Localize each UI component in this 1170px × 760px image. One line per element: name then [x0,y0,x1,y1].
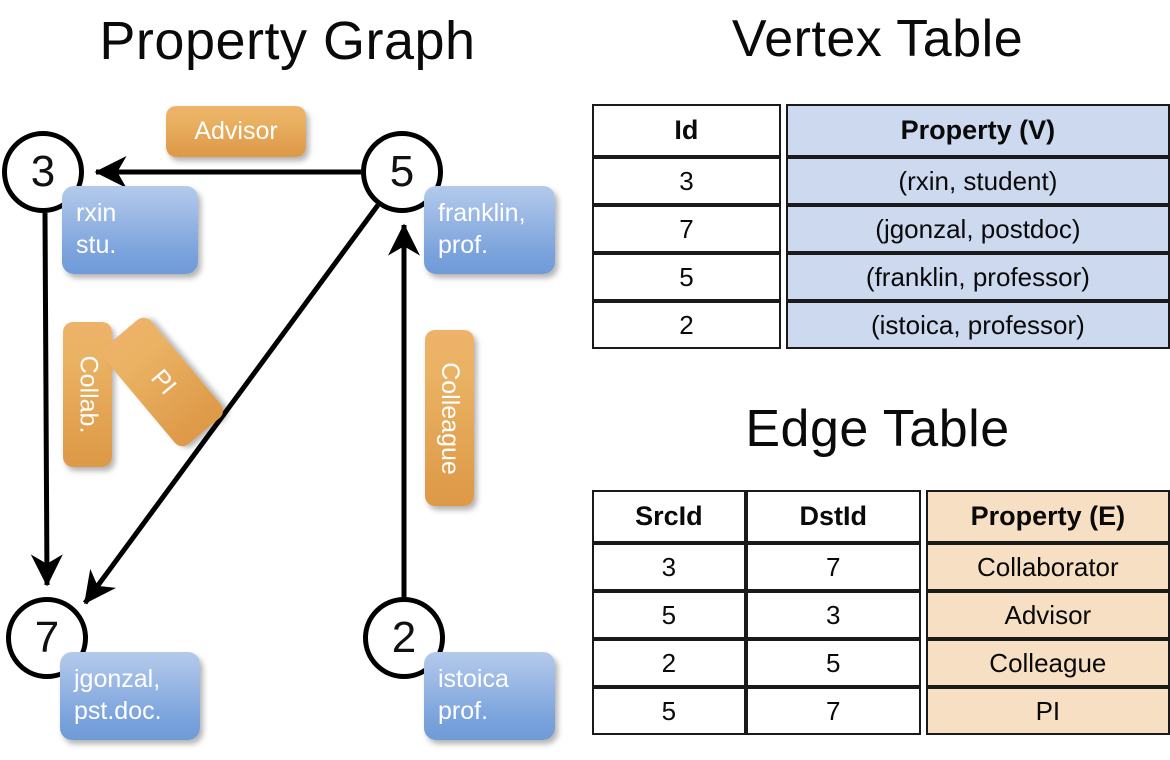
edge-table-column-gap [920,490,926,543]
edge-cell-dstid: 7 [745,543,921,591]
vertex-property-box-2: istoica prof. [424,652,555,740]
vertex-property-2-line1: istoica [438,665,509,693]
edge-label-advisor-text: Advisor [194,117,278,145]
vertex-table-column-gap [780,253,786,301]
table-row[interactable]: 3 7 Collaborator [592,543,1170,591]
graph-edges-layer [30,155,421,605]
edge-cell-srcid: 5 [592,591,746,639]
vertex-property-box-5: franklin, prof. [424,186,555,274]
vertex-property-5-line1: franklin, [438,199,526,227]
edge-5-to-7-pi [82,203,381,605]
edge-table-column-gap [920,591,926,639]
vertex-property-3-line1: rxin [76,199,117,227]
property-graph-diagram: 3 5 7 2 rxin stu. franklin, prof. jgonza… [0,0,580,760]
vertex-table-column-gap [780,104,786,157]
edge-table-column-gap [920,687,926,735]
vertex-cell-id: 7 [592,205,781,253]
edge-cell-property: Colleague [925,639,1170,687]
vertex-cell-property: (jgonzal, postdoc) [785,205,1170,253]
vertex-property-box-7: jgonzal, pst.doc. [60,652,200,740]
vertex-property-box-3: rxin stu. [62,186,198,274]
table-row[interactable]: 5 3 Advisor [592,591,1170,639]
table-row[interactable]: 2 (istoica, professor) [592,301,1170,349]
vertex-table-column-gap [780,157,786,205]
edge-table-column-gap [920,543,926,591]
page-title-vertex-table: Vertex Table [731,10,1024,68]
vertex-cell-property: (franklin, professor) [785,253,1170,301]
page-title-edge-table: Edge Table [745,400,1010,458]
vertex-cell-id: 3 [592,157,781,205]
vertex-property-5-line2: prof. [438,231,489,259]
table-row[interactable]: 2 5 Colleague [592,639,1170,687]
edge-cell-dstid: 3 [745,591,921,639]
edge-cell-srcid: 5 [592,687,746,735]
edge-table-header-row: SrcId DstId Property (E) [592,490,1170,543]
edge-table: SrcId DstId Property (E) 3 7 Collaborato… [592,490,1170,735]
vertex-table-header-id: Id [592,104,781,157]
edge-table-header-srcid: SrcId [592,490,746,543]
vertex-cell-property: (istoica, professor) [785,301,1170,349]
edge-cell-dstid: 7 [745,687,921,735]
page-title-property-graph: Property Graph [99,11,476,71]
graph-node-2[interactable]: 2 [363,597,445,679]
vertex-cell-property: (rxin, student) [785,157,1170,205]
vertex-property-7-line2: pst.doc. [74,697,162,725]
edge-label-collab: Collab. [63,322,112,467]
edge-cell-srcid: 3 [592,543,746,591]
vertex-table-header-row: Id Property (V) [592,104,1170,157]
edge-table-column-gap [920,639,926,687]
vertex-property-7-line1: jgonzal, [74,665,161,693]
table-row[interactable]: 5 7 PI [592,687,1170,735]
vertex-cell-id: 2 [592,301,781,349]
edge-table-header-property: Property (E) [925,490,1170,543]
vertex-table: Id Property (V) 3 (rxin, student) 7 (jgo… [592,104,1170,349]
edge-label-colleague: Colleague [425,330,474,506]
edge-cell-property: Advisor [925,591,1170,639]
edge-3-to-7-collab [30,212,63,587]
table-row[interactable]: 3 (rxin, student) [592,157,1170,205]
edge-label-collab-text: Collab. [74,355,103,434]
edge-label-colleague-text: Colleague [436,361,464,475]
edge-cell-property: Collaborator [925,543,1170,591]
vertex-property-3-line2: stu. [76,231,117,259]
graph-node-5[interactable]: 5 [361,131,443,213]
edge-cell-srcid: 2 [592,639,746,687]
vertex-table-column-gap [780,301,786,349]
edge-table-header-dstid: DstId [745,490,921,543]
edge-label-advisor: Advisor [166,106,306,157]
edge-label-pi-text: PI [145,363,182,400]
vertex-table-column-gap [780,205,786,253]
edge-cell-property: PI [925,687,1170,735]
vertex-cell-id: 5 [592,253,781,301]
table-row[interactable]: 5 (franklin, professor) [592,253,1170,301]
vertex-table-header-property: Property (V) [785,104,1170,157]
edge-cell-dstid: 5 [745,639,921,687]
vertex-property-2-line2: prof. [438,697,489,725]
table-row[interactable]: 7 (jgonzal, postdoc) [592,205,1170,253]
